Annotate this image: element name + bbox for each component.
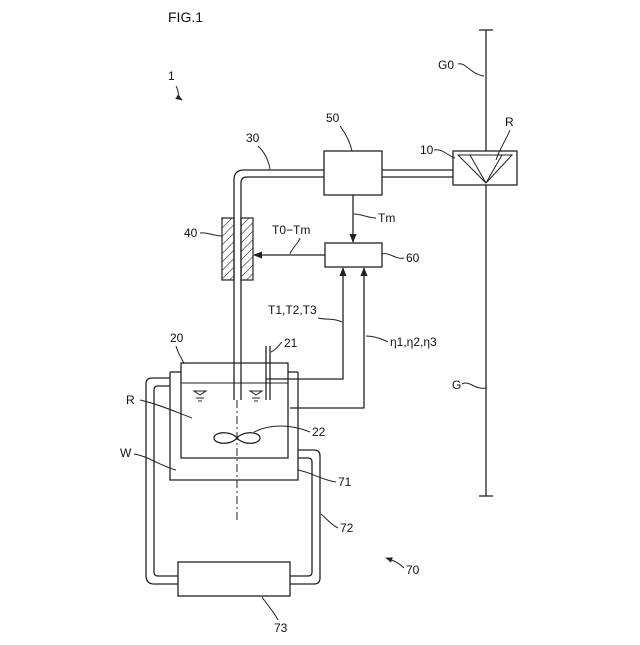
- liquid-level-mark-left: [194, 391, 206, 401]
- label-g0: G0: [438, 58, 454, 72]
- leader-73: [262, 597, 278, 620]
- label-22: 22: [312, 425, 326, 439]
- leader-70: [386, 558, 404, 568]
- label-temps: T1,T2,T3: [268, 303, 317, 317]
- label-72: 72: [340, 521, 354, 535]
- unit-73: [178, 562, 290, 596]
- label-g: G: [452, 378, 461, 392]
- label-w: W: [120, 446, 132, 460]
- label-tm: Tm: [378, 211, 395, 225]
- leader-30: [258, 146, 270, 169]
- label-21: 21: [284, 336, 298, 350]
- label-etas: η1,η2,η3: [390, 335, 437, 349]
- leader-22: [254, 426, 310, 432]
- leader-g0: [458, 64, 484, 76]
- label-73: 73: [274, 621, 288, 635]
- label-50: 50: [326, 111, 340, 125]
- leader-71: [298, 470, 336, 482]
- loop-72-outer: [146, 378, 178, 584]
- label-r-left: R: [126, 393, 135, 407]
- loop-72-right-outer: [290, 450, 320, 584]
- leader-etas: [366, 336, 388, 342]
- leader-20: [176, 346, 184, 364]
- leader-60: [382, 254, 404, 259]
- label-20: 20: [170, 331, 184, 345]
- label-40: 40: [184, 226, 198, 240]
- unit-50: [324, 151, 382, 195]
- figure-title: FIG.1: [168, 9, 203, 25]
- light-receiver-10: [453, 151, 517, 185]
- leader-t0-tm: [290, 238, 300, 254]
- ref-1-label: 1: [168, 69, 175, 83]
- leader-g: [462, 383, 486, 388]
- loop-72-inner: [154, 386, 178, 576]
- liquid-level-mark-right: [250, 391, 262, 401]
- loop-72-right-inner: [290, 458, 312, 576]
- ref-1-leader: [176, 86, 182, 100]
- heater-40-left: [222, 218, 234, 280]
- leader-40: [200, 233, 222, 236]
- leader-50: [340, 126, 352, 151]
- label-30: 30: [246, 131, 260, 145]
- heater-40-right: [241, 218, 253, 280]
- leader-r-left: [140, 400, 192, 418]
- label-t0-tm: T0−Tm: [272, 223, 310, 237]
- pipe-30-inner: [241, 177, 324, 400]
- label-70: 70: [406, 563, 420, 577]
- leader-10: [434, 150, 455, 158]
- signal-line-etas: [290, 268, 364, 408]
- leader-tm: [354, 214, 376, 218]
- label-10: 10: [420, 143, 434, 157]
- leader-21: [271, 342, 282, 352]
- label-60: 60: [406, 251, 420, 265]
- label-r-top: R: [505, 115, 514, 129]
- pipe-30-outer: [234, 170, 324, 400]
- controller-60: [325, 243, 382, 267]
- label-71: 71: [338, 475, 352, 489]
- leader-72: [321, 514, 338, 528]
- leader-temps: [318, 318, 342, 322]
